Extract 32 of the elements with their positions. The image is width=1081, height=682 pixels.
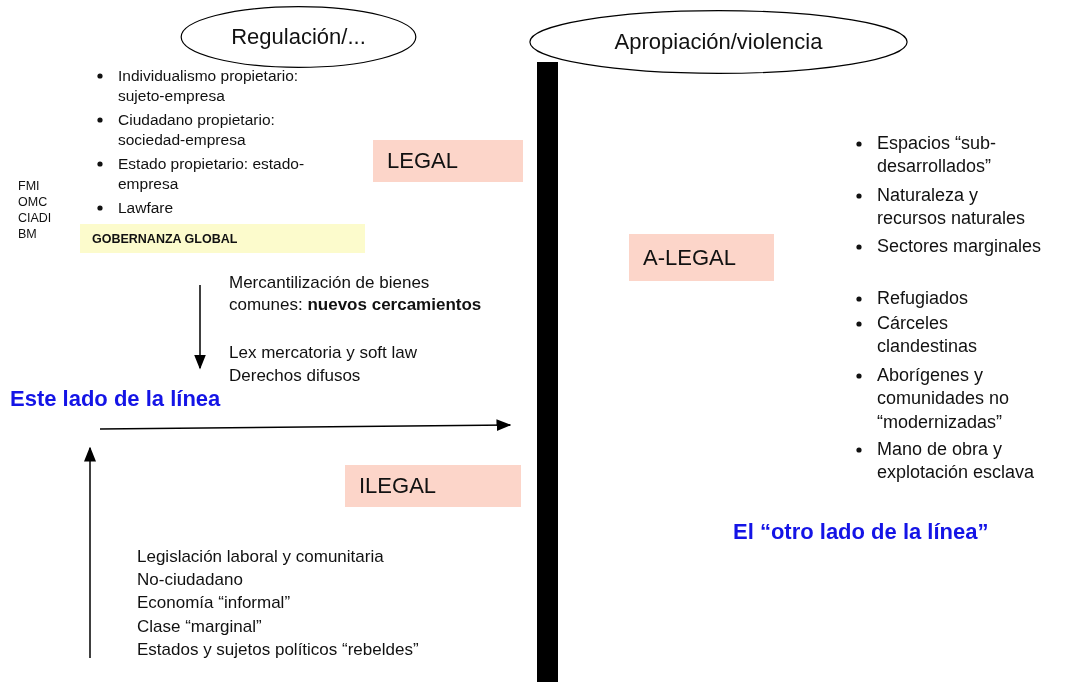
- text-line: Estados y sujetos políticos “rebeldes”: [137, 639, 420, 661]
- ellipse-node: Apropiación/violencia: [528, 10, 909, 74]
- bullet-item: Cárceles clandestinas: [877, 313, 978, 357]
- bullet-item: Estado propietario: estado-empresa: [118, 155, 305, 193]
- text-line: Clase “marginal”: [137, 616, 263, 638]
- highlight-band: GOBERNANZA GLOBAL: [80, 224, 365, 253]
- section-heading: El “otro lado de la línea”: [733, 518, 989, 546]
- bullet-item: Aborígenes y comunidades no “modernizadas”: [877, 365, 1010, 432]
- category-box: LEGAL: [373, 140, 523, 182]
- bullet-item: Sectores marginales: [877, 236, 1042, 256]
- bullet-item: Naturaleza y recursos naturales: [877, 185, 1026, 229]
- bullet-item: Lawfare: [118, 199, 174, 216]
- category-box: ILEGAL: [345, 465, 521, 507]
- category-box: A-LEGAL: [629, 234, 774, 281]
- organization-abbreviation: FMI: [18, 178, 41, 195]
- bullet-item: Espacios “sub-desarrollados”: [877, 133, 997, 177]
- text-line: Lex mercatoria y soft law: [229, 342, 418, 364]
- text-line: Legislación laboral y comunitaria: [137, 546, 385, 568]
- bullet-item: Refugiados: [877, 288, 969, 308]
- bullet-item: Ciudadano propietario: sociedad-empresa: [118, 111, 275, 149]
- bullet-item: Individualismo propietario: sujeto-empresa: [118, 67, 299, 105]
- text-line: Derechos difusos: [229, 365, 362, 387]
- bullet-item: Mano de obra y explotación esclava: [877, 439, 1035, 483]
- section-heading: Este lado de la línea: [10, 385, 221, 413]
- organization-abbreviation: CIADI: [18, 210, 53, 227]
- text-line: No-ciudadano: [137, 569, 244, 591]
- ellipse-node: Regulación/...: [180, 6, 417, 68]
- organization-abbreviation: OMC: [18, 194, 49, 211]
- divider-bar: [537, 62, 558, 682]
- text-line: Economía “informal”: [137, 592, 292, 614]
- text-line: Mercantilización de bienes comunes: nuevos cercamientos: [229, 272, 483, 317]
- organization-abbreviation: BM: [18, 226, 38, 243]
